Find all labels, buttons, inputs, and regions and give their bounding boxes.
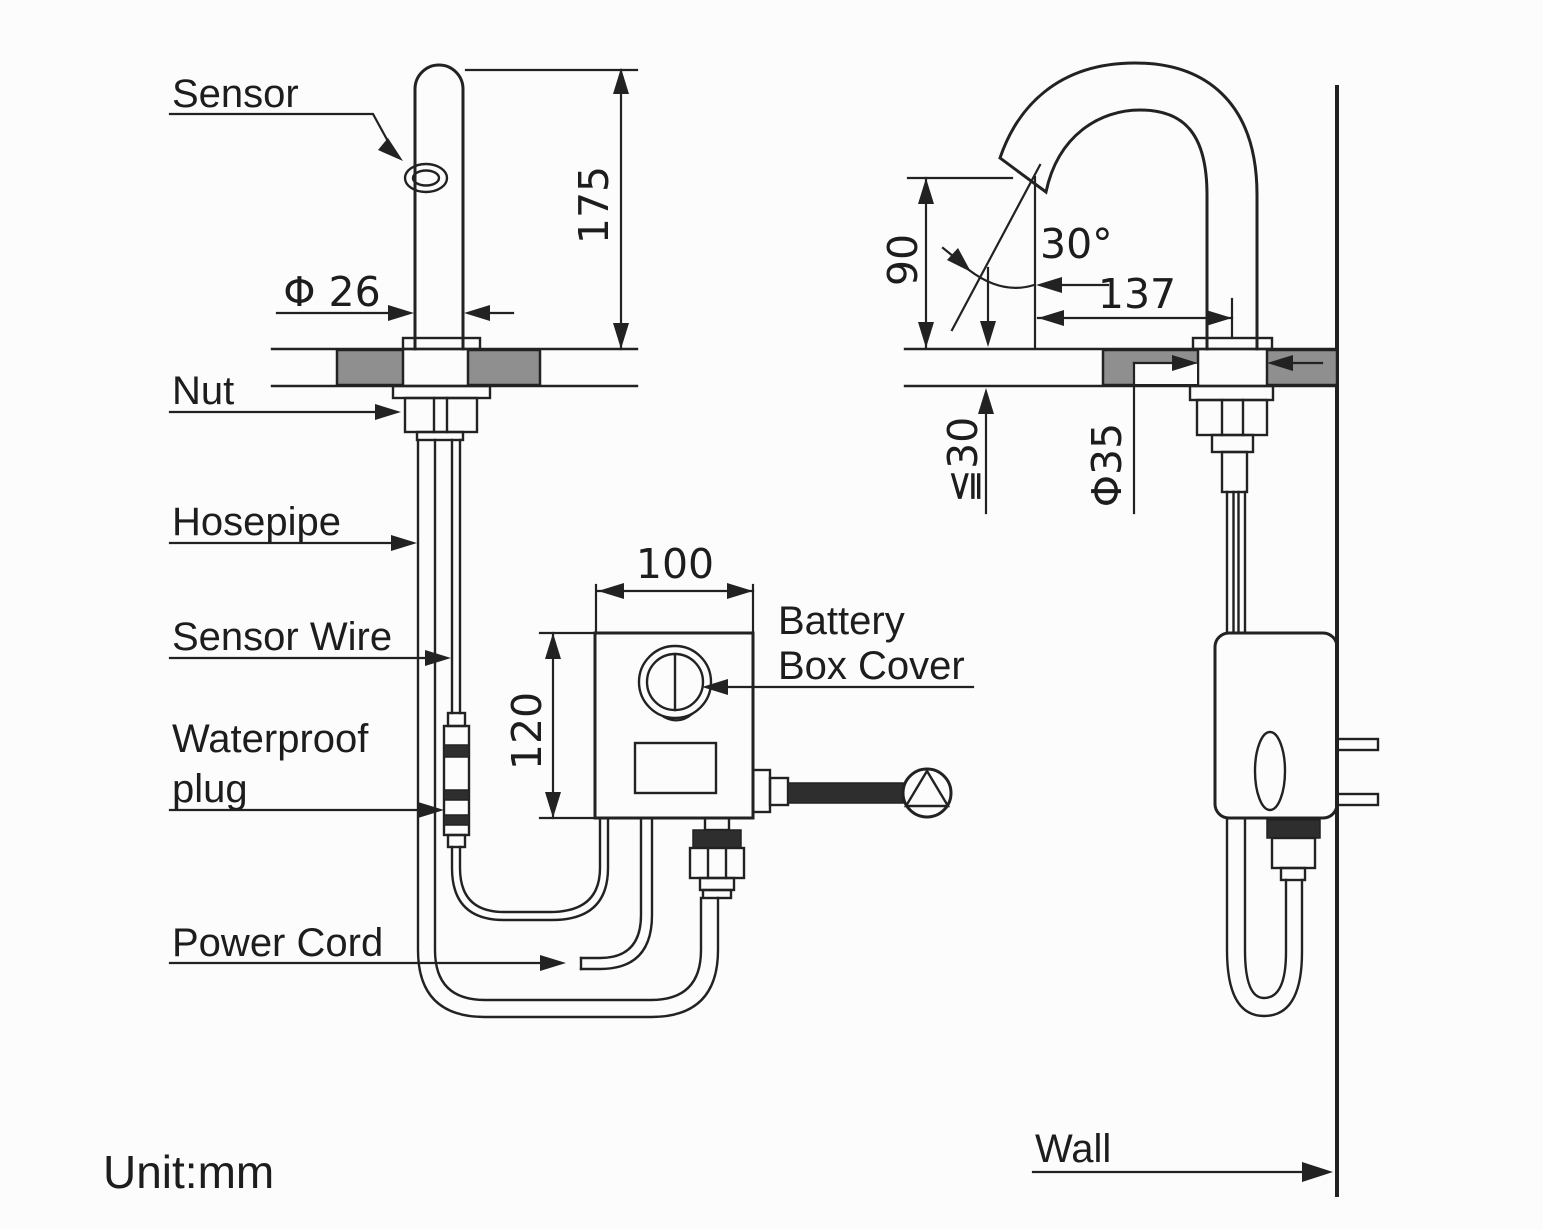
label-sensor: Sensor	[168, 72, 403, 161]
power-plug-prong	[1335, 792, 1380, 807]
counter-front	[270, 347, 639, 388]
sensor-wire	[450, 438, 610, 922]
label-hosepipe: Hosepipe	[168, 500, 417, 551]
control-box-front	[593, 631, 755, 820]
power-cord-label: Power Cord	[172, 921, 383, 965]
label-sensor-wire: Sensor Wire	[168, 615, 451, 666]
inlet-fitting-side	[1266, 819, 1321, 882]
dim-30deg-text: 30°	[1040, 220, 1113, 268]
nut-label: Nut	[172, 369, 234, 413]
label-nut: Nut	[168, 369, 401, 420]
dim-30deg: 30°	[941, 163, 1113, 349]
leader-arrowhead	[418, 802, 444, 818]
inlet-fitting-front	[688, 816, 746, 900]
battery-label-line2: Box Cover	[778, 644, 965, 688]
leader-arrowhead	[378, 138, 403, 161]
dim-137: 137	[1036, 270, 1234, 340]
water-supply-symbol	[901, 767, 953, 819]
waterproof-label-line1: Waterproof	[172, 717, 369, 761]
battery-box-cover-front	[637, 644, 713, 722]
dim-137-text: 137	[1098, 270, 1176, 318]
battery-label-line1: Battery	[778, 599, 905, 643]
inlet-hose-assembly	[751, 767, 953, 819]
waterproof-label-line2: plug	[172, 767, 248, 811]
braided-hose	[787, 782, 904, 804]
dim-phi26: Φ 26	[275, 268, 515, 321]
leader-arrowhead	[425, 650, 451, 666]
leader-arrowhead	[702, 679, 728, 695]
dim-90: 90	[879, 176, 1014, 349]
label-waterproof-plug: Waterproof plug	[168, 717, 444, 818]
dim-175: 175	[464, 68, 639, 351]
label-battery-box-cover: Battery Box Cover	[702, 599, 975, 695]
unit-note: Unit:mm	[103, 1146, 274, 1198]
faucet-base-flange	[401, 336, 482, 351]
hose-ubend-side	[1225, 816, 1304, 1018]
wall-label: Wall	[1035, 1127, 1111, 1171]
hosepipe-label: Hosepipe	[172, 500, 341, 544]
leader-arrowhead	[391, 535, 417, 551]
sensor-window	[403, 162, 449, 194]
sensor-wire-label: Sensor Wire	[172, 615, 392, 659]
leader-arrowhead	[1302, 1162, 1333, 1182]
waterproof-plug	[442, 711, 471, 849]
power-cord	[579, 816, 654, 971]
sensor-label: Sensor	[172, 72, 299, 116]
dim-100-text: 100	[636, 540, 714, 588]
leader-arrowhead	[540, 955, 566, 971]
battery-box-cover-side	[1253, 730, 1287, 812]
label-power-cord: Power Cord	[168, 921, 566, 971]
dim-120: 120	[503, 631, 597, 820]
dim-phi35: Φ35	[1083, 355, 1324, 515]
dim-counter-thickness: ≦30	[939, 388, 994, 515]
dim-le30-text: ≦30	[939, 417, 987, 504]
mounting-nut-front	[391, 384, 492, 442]
mounting-nut-side	[1188, 336, 1275, 494]
power-plug-prong	[1335, 737, 1380, 752]
spout-axis-line	[950, 163, 1042, 332]
right-view: 90 30° 137 ≦30	[879, 61, 1380, 1197]
dim-90-text: 90	[879, 234, 927, 286]
left-view: Sensor 175 Φ 26 Nut Hosepipe	[168, 63, 975, 1019]
hosepipe	[416, 438, 720, 1019]
box-window	[633, 741, 718, 795]
control-box-side	[1213, 631, 1380, 820]
dim-phi26-text: Φ 26	[283, 268, 380, 316]
counter-side	[903, 347, 1339, 388]
dim-175-text: 175	[570, 166, 618, 244]
dim-phi35-text: Φ35	[1083, 423, 1131, 507]
faucet-pipe-front	[413, 63, 465, 351]
dim-100: 100	[594, 540, 755, 635]
gooseneck-faucet	[998, 61, 1259, 351]
leader-arrowhead	[375, 404, 401, 420]
label-wall: Wall	[1031, 1127, 1333, 1182]
supply-pipes-side	[1225, 490, 1247, 635]
dim-120-text: 120	[503, 692, 551, 770]
